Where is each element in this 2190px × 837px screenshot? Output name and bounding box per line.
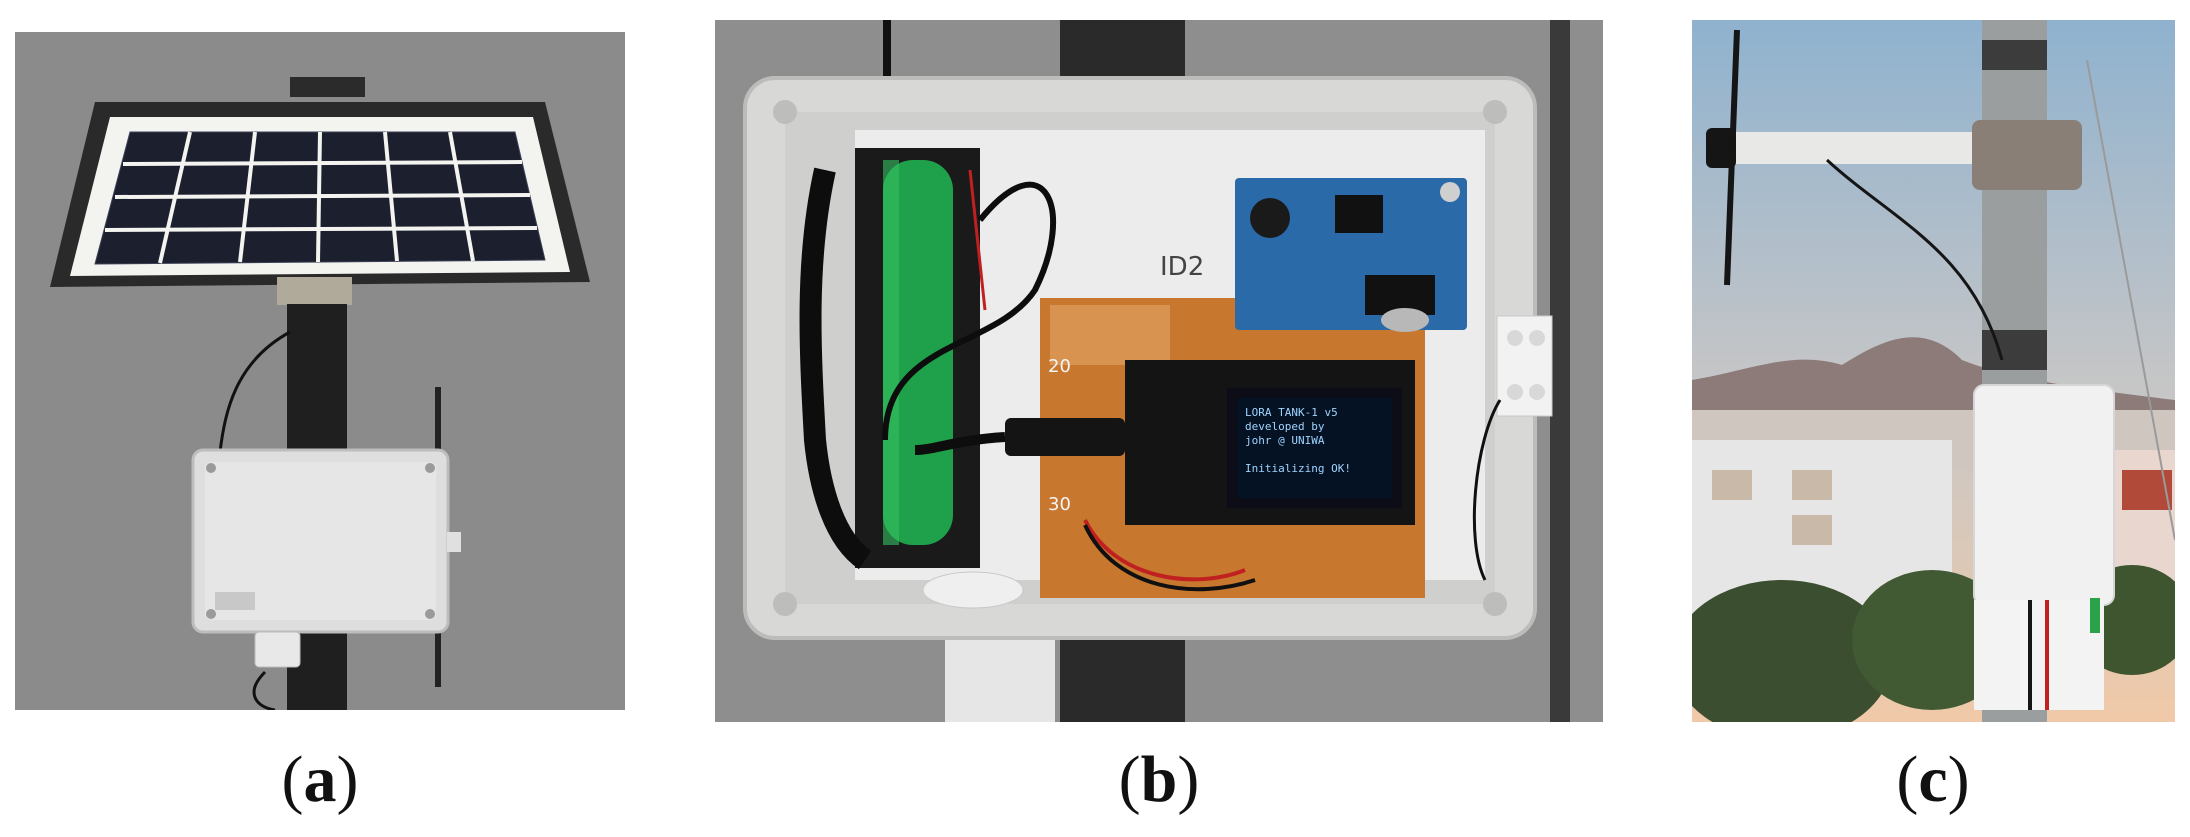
- caption-b-letter: b: [1140, 743, 1178, 816]
- photo-installed-node: [1692, 20, 2175, 722]
- caption-b: (b): [1059, 740, 1259, 820]
- oled-line-3: johr @ UNIWA: [1245, 434, 1325, 447]
- caption-a: (a): [220, 740, 420, 820]
- pcb-row-label-20: 20: [1048, 356, 1071, 377]
- caption-c: (c): [1833, 740, 2033, 820]
- caption-c-close: ): [1947, 743, 1970, 816]
- oled-line-5: Initializing OK!: [1245, 462, 1351, 475]
- id-marking: ID2: [1160, 252, 1204, 282]
- oled-line-1: LORA TANK-1 v5: [1245, 406, 1338, 419]
- caption-b-close: ): [1177, 743, 1200, 816]
- pcb-row-label-30: 30: [1048, 494, 1071, 515]
- caption-a-letter: a: [303, 743, 337, 816]
- oled-line-2: developed by: [1245, 420, 1325, 433]
- caption-a-close: ): [336, 743, 359, 816]
- photo-solar-node: [15, 32, 625, 710]
- caption-c-letter: c: [1918, 743, 1948, 816]
- caption-c-open: (: [1896, 743, 1919, 816]
- caption-b-open: (: [1118, 743, 1141, 816]
- photo-open-enclosure: ID2 20 30 LORA TANK-1 v5 developed by jo…: [715, 20, 1603, 722]
- caption-a-open: (: [281, 743, 304, 816]
